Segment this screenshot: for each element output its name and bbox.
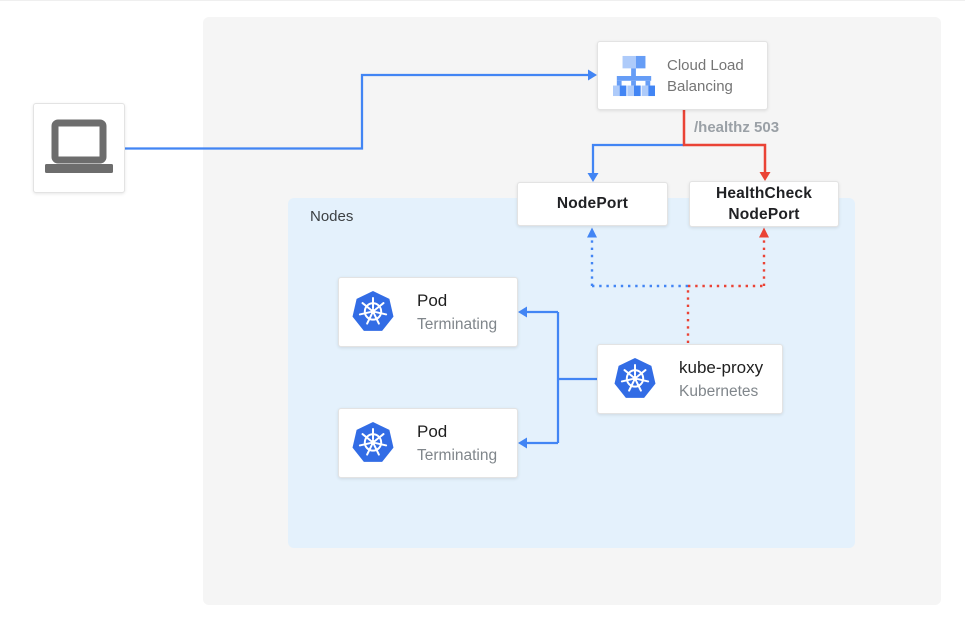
pod1-title: Pod [417,290,448,310]
pod2-card: Pod Terminating [338,408,518,478]
kubernetes-icon [352,422,394,462]
cloud-load-balancing-label: Cloud Load Balancing [667,56,744,95]
pod1-card: Pod Terminating [338,277,518,347]
client-laptop-card [33,103,125,193]
kube-proxy-title: kube-proxy [679,357,764,377]
load-balancer-icon [613,55,655,96]
kubernetes-icon [614,358,656,398]
pod2-status: Terminating [417,446,498,464]
nodes-panel-label: Nodes [310,208,354,225]
laptop-icon [45,119,113,173]
pod1-status: Terminating [417,315,498,333]
pod2-title: Pod [417,421,448,441]
healthcheck-nodeport-card: HealthCheck NodePort [689,181,839,227]
top-divider [0,0,965,1]
nodeport-card: NodePort [517,182,668,226]
kube-proxy-card: kube-proxy Kubernetes [597,344,783,414]
kubernetes-icon [352,291,394,331]
healthz-route-label: /healthz 503 [694,119,780,136]
cloud-load-balancing-card: Cloud Load Balancing [597,41,768,110]
kube-proxy-subtitle: Kubernetes [679,382,759,400]
